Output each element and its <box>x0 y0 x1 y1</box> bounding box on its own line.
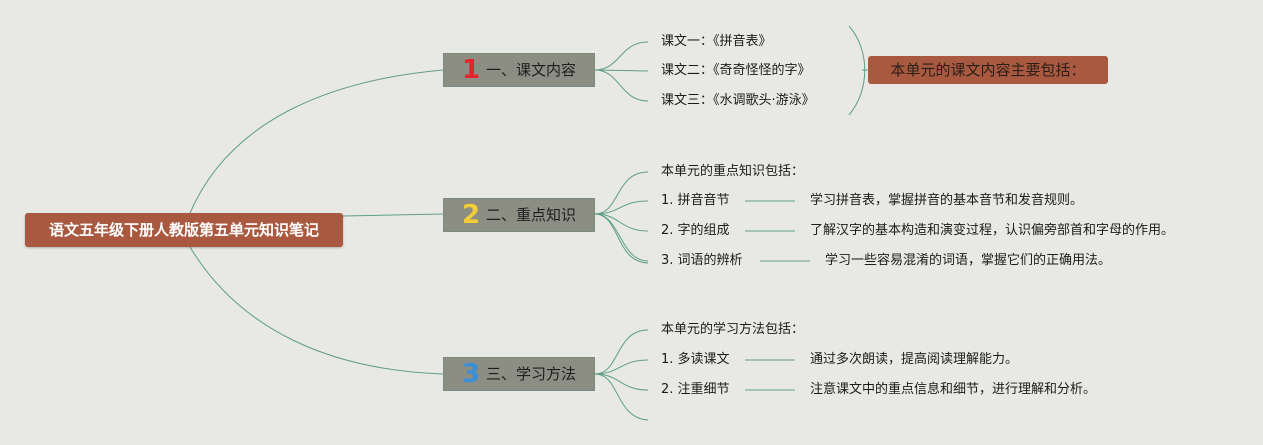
knowledge-detail-1[interactable]: 学习拼音表，掌握拼音的基本音节和发音规则。 <box>810 193 1084 208</box>
method-point-2[interactable]: 2. 注重细节 <box>661 382 730 397</box>
lesson-item-3[interactable]: 课文三：《水调歌头·游泳》 <box>661 93 815 108</box>
knowledge-point-1[interactable]: 1. 拼音音节 <box>661 193 730 208</box>
number-badge-1: 1 <box>462 55 481 85</box>
knowledge-point-3[interactable]: 3. 词语的辨析 <box>661 253 743 268</box>
branch-label-2: 二、重点知识 <box>486 206 577 224</box>
number-badge-2: 2 <box>462 200 481 230</box>
lesson-summary-node[interactable]: 本单元的课文内容主要包括： <box>868 56 1108 84</box>
method-intro[interactable]: 本单元的学习方法包括： <box>661 322 805 337</box>
method-detail-1[interactable]: 通过多次朗读，提高阅读理解能力。 <box>810 352 1019 367</box>
branch-node-2[interactable]: 2 二、重点知识 <box>443 198 595 232</box>
lesson-item-2[interactable]: 课文二：《奇奇怪怪的字》 <box>661 63 811 78</box>
knowledge-detail-3[interactable]: 学习一些容易混淆的词语，掌握它们的正确用法。 <box>825 253 1112 268</box>
branch-node-1[interactable]: 1 一、课文内容 <box>443 53 595 87</box>
method-detail-2[interactable]: 注意课文中的重点信息和细节，进行理解和分析。 <box>810 382 1097 397</box>
branch-label-3: 三、学习方法 <box>486 365 577 383</box>
method-point-1[interactable]: 1. 多读课文 <box>661 352 730 367</box>
knowledge-detail-2[interactable]: 了解汉字的基本构造和演变过程，认识偏旁部首和字母的作用。 <box>810 223 1175 238</box>
knowledge-point-2[interactable]: 2. 字的组成 <box>661 223 730 238</box>
lesson-item-1[interactable]: 课文一：《拼音表》 <box>661 34 772 49</box>
root-node[interactable]: 语文五年级下册人教版第五单元知识笔记 <box>25 213 343 247</box>
knowledge-intro[interactable]: 本单元的重点知识包括： <box>661 164 805 179</box>
branch-label-1: 一、课文内容 <box>486 61 577 79</box>
number-badge-3: 3 <box>462 359 481 389</box>
branch-node-3[interactable]: 3 三、学习方法 <box>443 357 595 391</box>
